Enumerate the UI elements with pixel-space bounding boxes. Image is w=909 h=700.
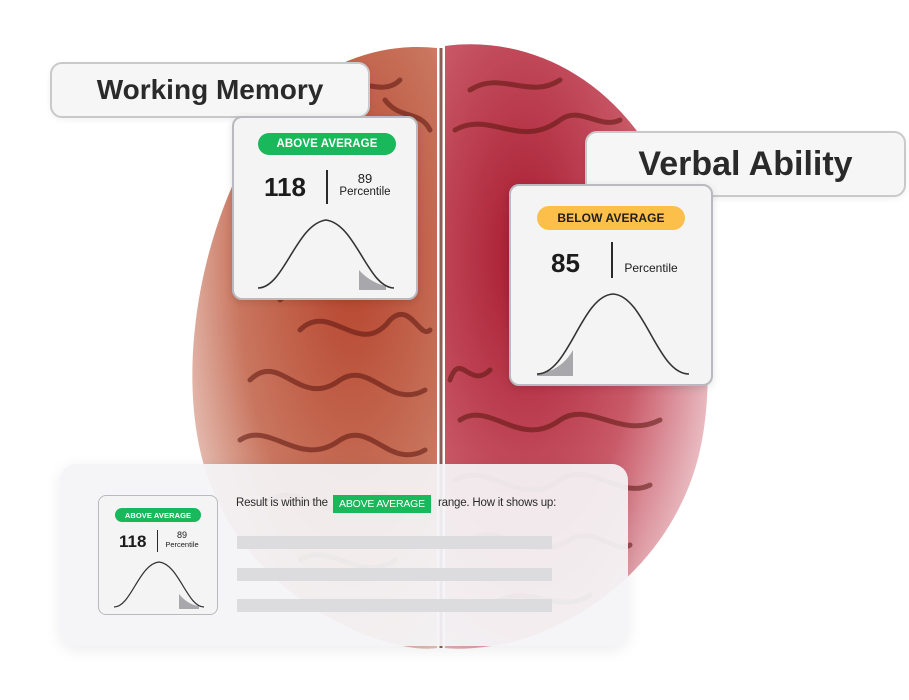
placeholder-line	[237, 536, 552, 549]
inline-above-average-badge: ABOVE AVERAGE	[333, 495, 431, 513]
result-text-suffix: range. How it shows up:	[438, 497, 557, 509]
mini-score-card: ABOVE AVERAGE 118 89 Percentile	[98, 495, 218, 615]
below-average-badge: BELOW AVERAGE	[537, 206, 685, 230]
bell-curve-icon	[257, 219, 395, 290]
score-value: 85	[551, 248, 580, 278]
placeholder-line	[237, 568, 552, 581]
score-divider	[326, 170, 328, 204]
result-text-prefix: Result is within the	[236, 497, 328, 509]
above-average-badge: ABOVE AVERAGE	[258, 133, 396, 155]
score-divider	[157, 530, 158, 552]
percentile-label: Percentile	[339, 186, 391, 198]
working-memory-card: ABOVE AVERAGE 118 89 Percentile	[232, 116, 418, 300]
score-value: 118	[119, 532, 147, 551]
percentile-value: 89	[176, 530, 187, 540]
placeholder-line	[237, 599, 552, 612]
working-memory-title: Working Memory	[50, 62, 370, 118]
percentile-value: 89	[357, 171, 373, 186]
bell-curve-icon	[536, 293, 690, 376]
above-average-badge: ABOVE AVERAGE	[115, 508, 201, 522]
score-divider	[611, 242, 613, 278]
verbal-ability-card: BELOW AVERAGE 85 Percentile	[509, 184, 713, 386]
result-summary-panel: ABOVE AVERAGE 118 89 Percentile Result i…	[60, 464, 628, 646]
percentile-label: Percentile	[624, 261, 678, 275]
bell-curve-icon	[113, 561, 205, 609]
percentile-label: Percentile	[165, 540, 199, 549]
score-value: 118	[264, 172, 306, 202]
